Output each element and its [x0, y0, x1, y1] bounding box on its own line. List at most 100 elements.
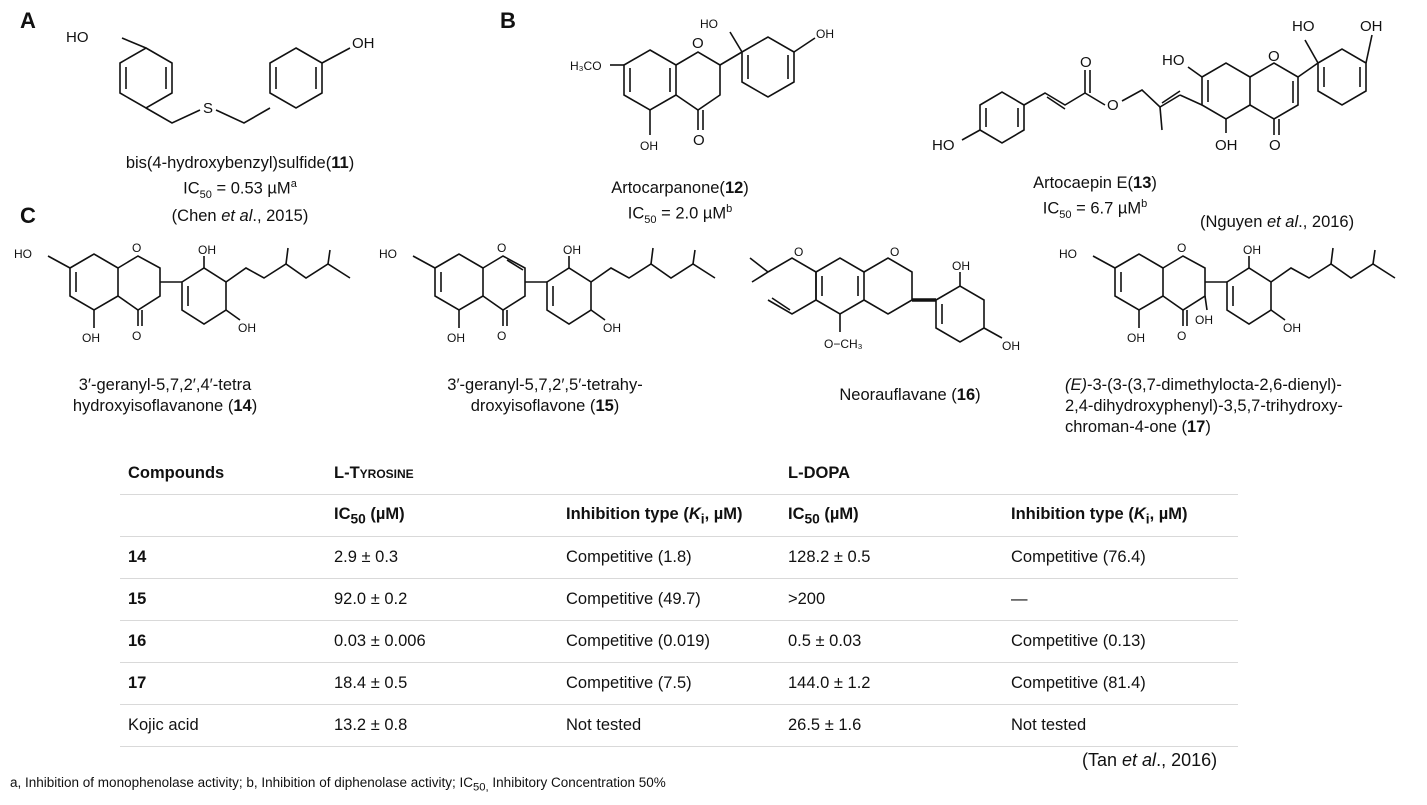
- cell-dopa-ic50: 128.2 ± 0.5: [788, 536, 1011, 579]
- atom-oh: OH: [816, 27, 834, 41]
- caption-13: Artocaepin E(13) IC50 = 6.7 µMb: [1033, 174, 1157, 221]
- cell-tyrosine-ic50: 13.2 ± 0.8: [330, 704, 566, 747]
- header-tyrosine-ic50: IC50 (µM): [330, 494, 566, 537]
- reference-nguyen: (Nguyen et al., 2016): [1200, 213, 1355, 231]
- structure-16: O O−CH₃ O OH OH: [749, 245, 1020, 353]
- atom-ho: HO: [379, 247, 397, 261]
- table-header-row: Compounds L-Tyrosine L-DOPA: [120, 453, 1238, 495]
- atom-oh: OH: [1002, 339, 1020, 353]
- cell-tyrosine-inhibition: Competitive (7.5): [566, 662, 788, 705]
- atom-oh: OH: [238, 321, 256, 335]
- atom-o: O: [497, 241, 506, 255]
- atom-ho: HO: [1162, 52, 1185, 69]
- cell-dopa-inhibition: —: [1011, 578, 1238, 621]
- cell-dopa-ic50: >200: [788, 578, 1011, 621]
- atom-ho: HO: [932, 137, 955, 154]
- atom-oh: OH: [1215, 137, 1238, 154]
- atom-oh: OH: [563, 243, 581, 257]
- atom-och3: O−CH₃: [824, 337, 863, 351]
- structure-15: HO OH O O OH OH: [379, 241, 716, 345]
- cell-tyrosine-inhibition: Not tested: [566, 704, 788, 747]
- atom-oh: OH: [198, 243, 216, 257]
- atom-oh: OH: [640, 139, 658, 153]
- cell-dopa-inhibition: Not tested: [1011, 704, 1238, 747]
- cell-dopa-ic50: 144.0 ± 1.2: [788, 662, 1011, 705]
- panel-label-c: C: [20, 203, 36, 228]
- atom-s: S: [203, 100, 213, 117]
- cell-compound: 14: [120, 536, 330, 579]
- panel-label-a: A: [20, 8, 36, 33]
- cell-tyrosine-inhibition: Competitive (49.7): [566, 578, 788, 621]
- header-compounds: Compounds: [128, 464, 225, 482]
- cell-tyrosine-ic50: 0.03 ± 0.006: [330, 620, 566, 663]
- atom-o: O: [497, 329, 506, 343]
- structure-12: O O OH H₃CO HO OH: [570, 17, 834, 153]
- atom-oh: OH: [952, 259, 970, 273]
- atom-o: O: [1177, 329, 1186, 343]
- atom-o: O: [132, 241, 141, 255]
- atom-o: O: [1268, 48, 1280, 65]
- atom-oh: OH: [1243, 243, 1261, 257]
- atom-o: O: [1177, 241, 1186, 255]
- atom-oh: OH: [1283, 321, 1301, 335]
- panel-label-b: B: [500, 8, 516, 33]
- cell-dopa-inhibition: Competitive (81.4): [1011, 662, 1238, 705]
- structure-14: HO OH O O OH OH: [14, 241, 351, 345]
- atom-oh: OH: [1195, 313, 1213, 327]
- cell-tyrosine-inhibition: Competitive (1.8): [566, 536, 788, 579]
- atom-o: O: [794, 245, 803, 259]
- header-dopa: L-DOPA: [788, 464, 851, 482]
- atom-oh: OH: [603, 321, 621, 335]
- caption-11: bis(4-hydroxybenzyl)sulfide(11) IC50 = 0…: [125, 154, 355, 225]
- atom-oh: OH: [82, 331, 100, 345]
- cell-tyrosine-ic50: 18.4 ± 0.5: [330, 662, 566, 705]
- caption-12: Artocarpanone(12) IC50 = 2.0 µMb: [611, 179, 749, 226]
- cell-tyrosine-ic50: 2.9 ± 0.3: [330, 536, 566, 579]
- structure-11: HO S OH: [66, 29, 375, 124]
- atom-ho: HO: [14, 247, 32, 261]
- caption-17: (E)-3-(3-(3,7-dimethylocta-2,6-dienyl)- …: [1065, 376, 1343, 436]
- table-subheader-row: IC50 (µM) Inhibition type (Ki, µM) IC50 …: [120, 494, 1238, 537]
- atom-o: O: [1080, 54, 1092, 71]
- header-dopa-ic50: IC50 (µM): [788, 494, 1011, 537]
- atom-ho: HO: [1059, 247, 1077, 261]
- header-dopa-inhibition: Inhibition type (Ki, µM): [1011, 494, 1238, 537]
- atom-ho: HO: [700, 17, 718, 31]
- structure-13: HO O O O O OH HO HO OH: [932, 18, 1383, 154]
- cell-tyrosine-ic50: 92.0 ± 0.2: [330, 578, 566, 621]
- reference-tan: (Tan et al., 2016): [1082, 750, 1218, 770]
- atom-o: O: [1107, 97, 1119, 114]
- caption-16: Neorauflavane (16): [839, 386, 981, 404]
- cell-dopa-ic50: 26.5 ± 1.6: [788, 704, 1011, 747]
- cell-compound: 17: [120, 662, 330, 705]
- cell-tyrosine-inhibition: Competitive (0.019): [566, 620, 788, 663]
- footnote: a, Inhibition of monophenolase activity;…: [10, 775, 666, 794]
- inhibition-table: Compounds L-Tyrosine L-DOPA IC50 (µM) In…: [120, 453, 1238, 747]
- atom-o: O: [1269, 137, 1281, 154]
- header-tyrosine-inhibition: Inhibition type (Ki, µM): [566, 494, 788, 537]
- atom-ho: HO: [66, 29, 89, 46]
- atom-o: O: [693, 132, 705, 149]
- cell-compound: 15: [120, 578, 330, 621]
- atom-o: O: [890, 245, 899, 259]
- caption-15: 3′-geranyl-5,7,2′,5′-tetrahy- droxyisofl…: [447, 376, 643, 415]
- cell-compound: Kojic acid: [120, 704, 330, 747]
- atom-o: O: [132, 329, 141, 343]
- atom-oh: OH: [1127, 331, 1145, 345]
- structure-17: HO OH O O OH OH OH: [1059, 241, 1396, 345]
- atom-ho: HO: [1292, 18, 1315, 35]
- cell-dopa-inhibition: Competitive (76.4): [1011, 536, 1238, 579]
- cell-dopa-inhibition: Competitive (0.13): [1011, 620, 1238, 663]
- atom-oh: OH: [447, 331, 465, 345]
- atom-o: O: [692, 35, 704, 52]
- atom-oh: OH: [352, 35, 375, 52]
- header-tyrosine: L-Tyrosine: [334, 464, 414, 482]
- caption-14: 3′-geranyl-5,7,2′,4′-tetra hydroxyisofla…: [72, 376, 258, 415]
- atom-h3co: H₃CO: [570, 59, 602, 73]
- atom-oh: OH: [1360, 18, 1383, 35]
